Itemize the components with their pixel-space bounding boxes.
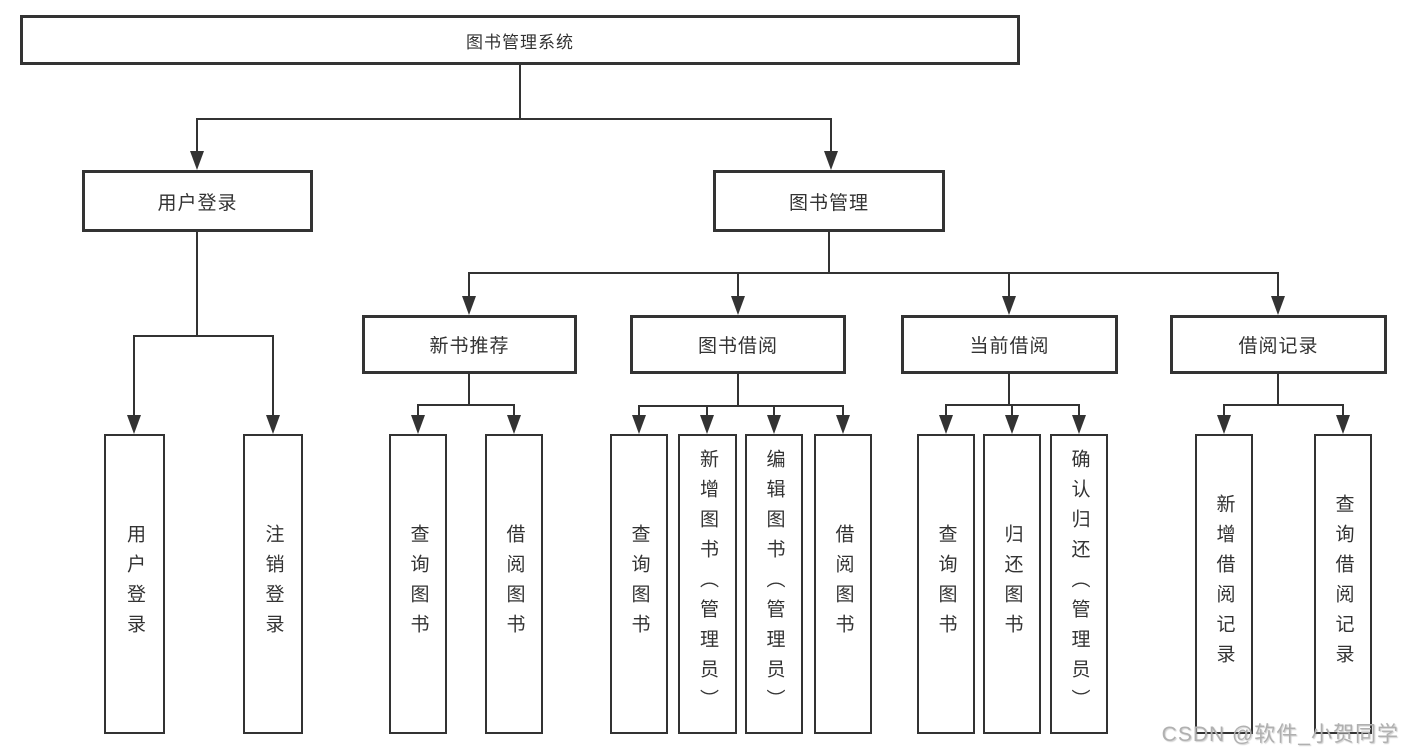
arrow-down-icon <box>411 415 425 434</box>
arrow-down-icon <box>507 415 521 434</box>
arrow-down-icon <box>1002 296 1016 315</box>
arrow-down-icon <box>266 415 280 434</box>
node-book-borrowing: 图书借阅 <box>630 315 846 374</box>
leaf-add-borrow-record: 新增借阅记录 <box>1195 434 1253 734</box>
node-library-management-system: 图书管理系统 <box>20 15 1020 65</box>
csdn-watermark: CSDN @软件_小贺同学 <box>1161 723 1399 746</box>
connector-line <box>706 405 708 416</box>
connector-line <box>196 232 198 337</box>
connector-line <box>469 272 1279 274</box>
connector-line <box>773 405 775 416</box>
connector-line <box>468 272 470 297</box>
arrow-down-icon <box>632 415 646 434</box>
node-new-book-recommend: 新书推荐 <box>362 315 577 374</box>
connector-line <box>1277 272 1279 297</box>
connector-line <box>1008 272 1010 297</box>
arrow-down-icon <box>700 415 714 434</box>
connector-line <box>1008 374 1010 406</box>
connector-line <box>1342 404 1344 416</box>
connector-line <box>133 335 135 416</box>
connector-line <box>828 232 830 274</box>
connector-line <box>1078 404 1080 416</box>
connector-line <box>737 374 739 407</box>
connector-line <box>196 118 198 153</box>
node-user-login: 用户登录 <box>82 170 313 232</box>
leaf-confirm-return-admin: 确认归还（管理员） <box>1050 434 1108 734</box>
connector-line <box>272 335 274 416</box>
arrow-down-icon <box>1271 296 1285 315</box>
connector-line <box>417 404 514 406</box>
leaf-borrow-books-recommend: 借阅图书 <box>485 434 543 734</box>
arrow-down-icon <box>127 415 141 434</box>
node-current-borrowing: 当前借阅 <box>901 315 1118 374</box>
arrow-down-icon <box>836 415 850 434</box>
connector-line <box>638 405 844 407</box>
arrow-down-icon <box>1336 415 1350 434</box>
connector-line <box>513 404 515 416</box>
connector-line <box>133 335 274 337</box>
arrow-down-icon <box>462 296 476 315</box>
connector-line <box>842 405 844 416</box>
connector-line <box>1277 374 1279 406</box>
arrow-down-icon <box>1072 415 1086 434</box>
leaf-query-books-current: 查询图书 <box>917 434 975 734</box>
leaf-query-books-recommend: 查询图书 <box>389 434 447 734</box>
arrow-down-icon <box>824 151 838 170</box>
node-borrowing-records: 借阅记录 <box>1170 315 1387 374</box>
arrow-down-icon <box>1217 415 1231 434</box>
connector-line <box>638 405 640 416</box>
leaf-user-login: 用户登录 <box>104 434 165 734</box>
connector-line <box>197 118 832 120</box>
leaf-borrow-books-borrowing: 借阅图书 <box>814 434 872 734</box>
arrow-down-icon <box>190 151 204 170</box>
leaf-query-borrow-record: 查询借阅记录 <box>1314 434 1372 734</box>
connector-line <box>830 118 832 153</box>
connector-line <box>1223 404 1225 416</box>
connector-line <box>1223 404 1344 406</box>
arrow-down-icon <box>767 415 781 434</box>
connector-line <box>519 65 521 120</box>
leaf-return-book: 归还图书 <box>983 434 1041 734</box>
connector-line <box>468 374 470 406</box>
connector-line <box>945 404 947 416</box>
node-book-management: 图书管理 <box>713 170 945 232</box>
leaf-logout: 注销登录 <box>243 434 303 734</box>
leaf-add-book-admin: 新增图书（管理员） <box>678 434 737 734</box>
leaf-query-books-borrowing: 查询图书 <box>610 434 668 734</box>
arrow-down-icon <box>1005 415 1019 434</box>
connector-line <box>417 404 419 416</box>
leaf-edit-book-admin: 编辑图书（管理员） <box>745 434 803 734</box>
arrow-down-icon <box>939 415 953 434</box>
connector-line <box>1011 404 1013 416</box>
connector-line <box>737 272 739 297</box>
arrow-down-icon <box>731 296 745 315</box>
